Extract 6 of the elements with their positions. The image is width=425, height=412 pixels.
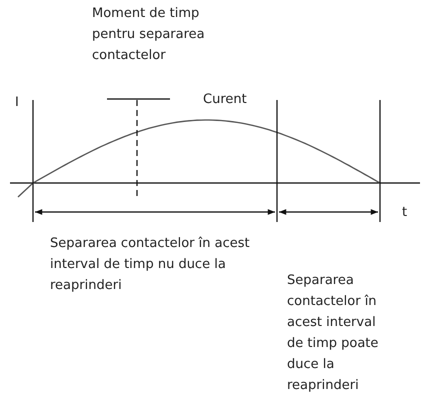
annotation-text: Moment de timp pentru separarea contactelor [92, 5, 206, 65]
axis-label: I [15, 94, 20, 112]
interval-description: Separarea contactelor în acest interval de timp poate duce la reaprinderi [287, 272, 380, 395]
axis-label: t [402, 204, 408, 222]
interval-description: Separarea contactelor în acest interval de timp nu duce la reaprinderi [50, 235, 251, 295]
curve-label: Curent [203, 91, 248, 109]
